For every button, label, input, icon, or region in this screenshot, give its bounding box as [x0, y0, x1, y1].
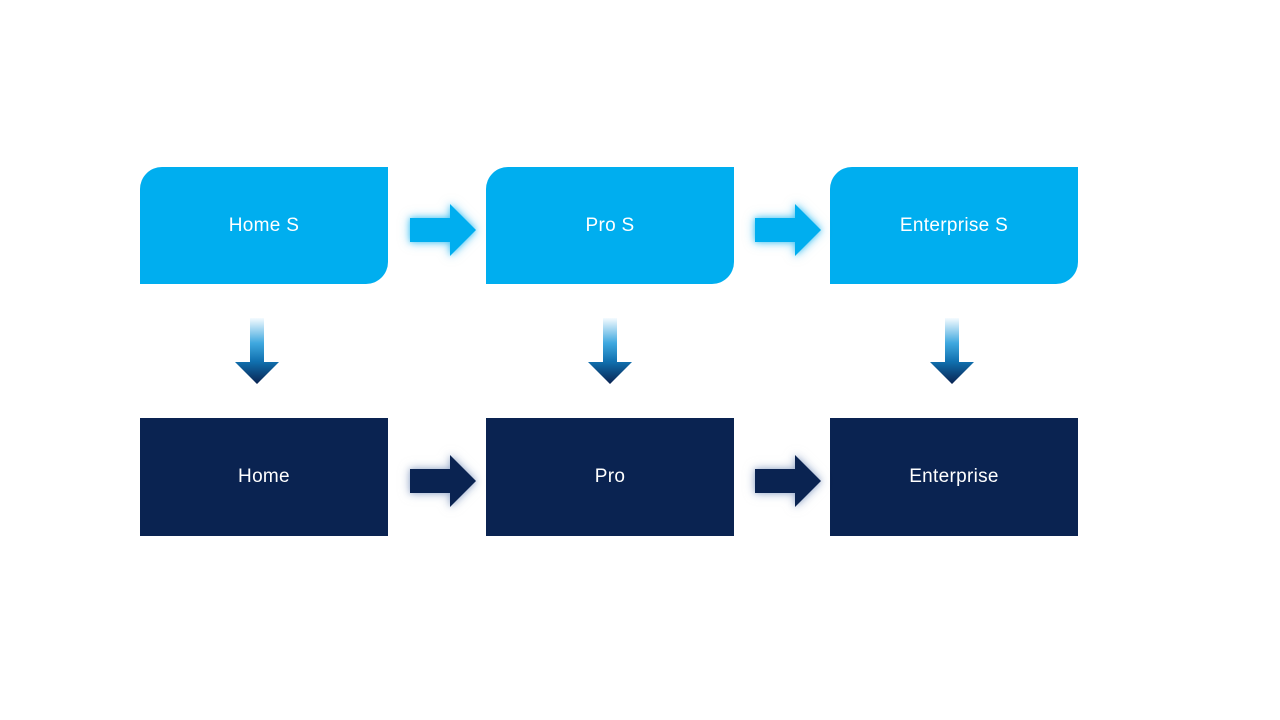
- box-enterprise-s: Enterprise S: [830, 167, 1078, 284]
- right-arrow-icon: [755, 204, 821, 256]
- box-enterprise: Enterprise: [830, 418, 1078, 536]
- down-arrow-icon: [588, 318, 632, 384]
- right-arrow-icon: [410, 455, 476, 507]
- box-pro: Pro: [486, 418, 734, 536]
- box-pro-label: Pro: [594, 466, 626, 487]
- box-home-label: Home: [238, 466, 290, 487]
- box-home: Home: [140, 418, 388, 536]
- down-arrow-icon: [235, 318, 279, 384]
- box-home-s: Home S: [140, 167, 388, 284]
- right-arrow-icon: [410, 204, 476, 256]
- box-home-s-label: Home S: [228, 214, 300, 236]
- box-pro-s: Pro S: [486, 167, 734, 284]
- right-arrow-icon: [755, 455, 821, 507]
- down-arrow-icon: [930, 318, 974, 384]
- box-enterprise-s-label: Enterprise S: [899, 214, 1009, 236]
- box-pro-s-label: Pro S: [585, 214, 635, 236]
- box-enterprise-label: Enterprise: [909, 466, 999, 487]
